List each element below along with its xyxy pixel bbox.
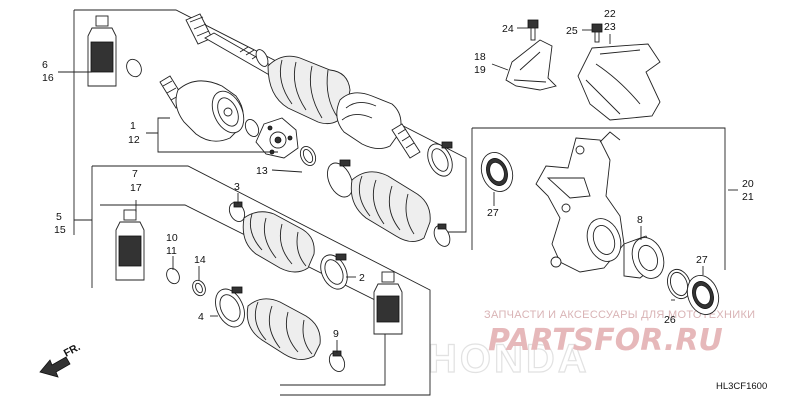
- label-6: 6: [42, 59, 48, 71]
- inner-cv-joint: [159, 75, 317, 166]
- front-label: FR.: [62, 341, 83, 360]
- grease-bottle-top: [87, 15, 117, 87]
- ring-14: [192, 279, 206, 297]
- leader-lines: [58, 27, 738, 353]
- boot-lower-lower: [215, 286, 346, 372]
- seal-ring-top: [126, 58, 142, 78]
- boot-middle: [327, 159, 451, 247]
- seal-27-left: [480, 152, 514, 192]
- bolt-24: [527, 19, 539, 41]
- bearing-8: [623, 235, 665, 279]
- label-20: 20: [742, 178, 754, 190]
- label-23: 23: [604, 21, 616, 33]
- boot-lower-upper: [228, 201, 348, 290]
- bolt-25: [591, 23, 603, 43]
- cv-joint-outer: [336, 92, 402, 149]
- label-10: 10: [166, 232, 178, 244]
- watermark-site: PARTSFOR.RU: [488, 323, 723, 358]
- driveshaft-upper: [185, 13, 453, 177]
- guard-18-19: [505, 39, 557, 91]
- label-4: 4: [198, 311, 204, 323]
- clamp-2: [320, 254, 348, 290]
- group-box-upper: [74, 9, 467, 233]
- label-14: 14: [194, 254, 206, 266]
- watermark-brand: HONDA: [428, 337, 590, 381]
- label-21: 21: [742, 191, 754, 203]
- ring-10-11: [166, 267, 180, 285]
- label-15: 15: [54, 224, 66, 236]
- label-3: 3: [234, 181, 240, 193]
- circlip-13: [299, 146, 317, 166]
- front-direction: FR.: [39, 341, 83, 378]
- label-1: 1: [130, 120, 136, 132]
- label-11: 11: [166, 245, 177, 257]
- grease-bottle-bottom-left: [115, 209, 145, 281]
- knuckle-20-21: [535, 131, 625, 273]
- circlip-26: [667, 268, 691, 300]
- label-16: 16: [42, 72, 54, 84]
- label-22: 22: [604, 8, 616, 20]
- label-13: 13: [256, 165, 268, 177]
- label-27-left: 27: [487, 207, 499, 219]
- label-12: 12: [128, 134, 140, 146]
- label-27-right: 27: [696, 254, 708, 266]
- clamp-4: [215, 288, 245, 328]
- label-19: 19: [474, 64, 486, 76]
- clamp-upper-right: [427, 143, 453, 177]
- watermark: HONDA ЗАПЧАСТИ И АКСЕССУАРЫ ДЛЯ МОТОТЕХН…: [427, 309, 755, 382]
- grease-bottle-bottom-right: [373, 271, 403, 335]
- label-2: 2: [359, 272, 365, 284]
- label-8: 8: [637, 214, 643, 226]
- label-26: 26: [664, 314, 676, 326]
- group-box-lower: [92, 165, 431, 396]
- callout-labels: 6 16 1 12 13 7 17 5 15 3 10 11 14 2 4 9 …: [42, 8, 754, 340]
- label-17: 17: [130, 182, 142, 194]
- label-9: 9: [333, 328, 339, 340]
- label-24: 24: [502, 23, 514, 35]
- watermark-tagline: ЗАПЧАСТИ И АКСЕССУАРЫ ДЛЯ МОТОТЕХНИКИ: [484, 309, 755, 321]
- label-25: 25: [566, 25, 578, 37]
- diagram-code: HL3CF1600: [716, 381, 767, 392]
- label-5: 5: [56, 211, 62, 223]
- label-7: 7: [132, 168, 138, 180]
- group-box-knuckle: [472, 127, 726, 270]
- front-arrow-icon: [39, 356, 71, 378]
- label-18: 18: [474, 51, 486, 63]
- seal-27-right: [686, 275, 720, 315]
